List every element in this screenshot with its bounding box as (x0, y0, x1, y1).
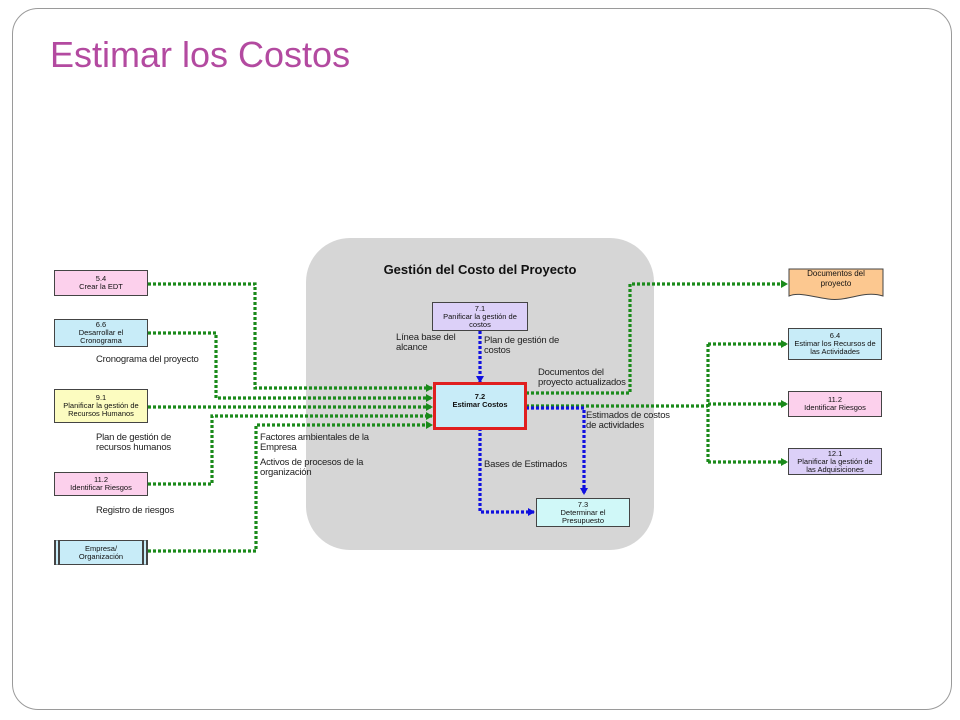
process-planificar-text: Panificar la gestión de costos (443, 311, 517, 329)
label-plan-rrhh: Plan de gestión de recursos humanos (96, 432, 172, 453)
output-adquisiciones-text: Planificar la gestión de las Adquisicion… (797, 456, 873, 474)
input-empresa[interactable]: Empresa/ Organización (54, 540, 148, 565)
label-linea-base: Línea base del alcance (396, 332, 456, 353)
process-presupuesto-text: Determinar el Presupuesto (560, 507, 606, 525)
panel-title: Gestión del Costo del Proyecto (383, 262, 577, 277)
output-riesgos[interactable]: 11.2 Identificar Riesgos (788, 391, 882, 417)
process-estimar-text: Estimar Costos (452, 400, 508, 409)
label-factores: Factores ambientales de la Empresa (260, 432, 369, 453)
process-planificar[interactable]: 7.1 Panificar la gestión de costos (432, 302, 528, 331)
input-rrhh-text: Planificar la gestión de Recursos Humano… (63, 401, 139, 418)
input-riesgos-num: 11.2 (93, 475, 109, 484)
process-estimar-num: 7.2 (474, 392, 486, 401)
output-adquisiciones[interactable]: 12.1 Planificar la gestión de las Adquis… (788, 448, 882, 475)
input-cronograma-text: Desarrollar el Cronograma (78, 328, 124, 345)
process-planificar-num: 7.1 (474, 303, 486, 313)
link-estimar-to-presupuesto-bottom (478, 428, 535, 516)
input-riesgos-text: Identificar Riesgos (70, 483, 132, 492)
process-estimar-costos[interactable]: 7.2 Estimar Costos (433, 382, 527, 430)
label-estimados: Estimados de costos de actividades (586, 410, 670, 431)
input-rrhh-num: 9.1 (95, 393, 107, 402)
link-empresa-to-estimar (148, 421, 433, 553)
output-recursos-text: Estimar los Recursos de las Actividades (794, 339, 876, 356)
process-presupuesto-num: 7.3 (577, 499, 589, 509)
output-riesgos-num: 11.2 (827, 395, 843, 404)
output-recursos[interactable]: 6.4 Estimar los Recursos de las Activida… (788, 328, 882, 360)
output-documentos-shape (788, 268, 884, 300)
input-crear-edt-text: Crear la EDT (79, 282, 123, 291)
slide-title: Estimar los Costos (50, 34, 351, 75)
label-docs-actualizados: Documentos del proyecto actualizados (538, 367, 626, 388)
link-riesgos-to-estimar (148, 412, 433, 486)
link-estimar-to-presupuesto-right (526, 406, 588, 495)
output-riesgos-text: Identificar Riesgos (804, 403, 866, 412)
output-documentos-text: Documentos del proyecto (807, 269, 865, 288)
link-cronograma-to-estimar (148, 331, 433, 402)
output-recursos-num: 6.4 (829, 331, 841, 340)
label-bases: Bases de Estimados (484, 459, 567, 470)
link-edt-to-estimar (148, 282, 433, 392)
label-cronograma: Cronograma del proyecto (96, 354, 199, 365)
label-plan-costos: Plan de gestión de costos (484, 335, 560, 356)
input-rrhh[interactable]: 9.1 Planificar la gestión de Recursos Hu… (54, 389, 148, 423)
label-registro-riesgos: Registro de riesgos (96, 505, 175, 516)
link-estimar-to-documentos (526, 280, 788, 395)
input-riesgos[interactable]: 11.2 Identificar Riesgos (54, 472, 148, 496)
process-presupuesto[interactable]: 7.3 Determinar el Presupuesto (536, 498, 630, 527)
input-crear-edt[interactable]: 5.4 Crear la EDT (54, 270, 148, 296)
input-cronograma-num: 6.6 (95, 320, 107, 329)
input-empresa-text: Empresa/ Organización (78, 543, 124, 561)
label-activos: Activos de procesos de la organización (260, 457, 364, 478)
input-crear-edt-num: 5.4 (95, 274, 107, 283)
input-cronograma[interactable]: 6.6 Desarrollar el Cronograma (54, 319, 148, 347)
output-documentos[interactable]: Documentos del proyecto (788, 268, 884, 296)
output-adquisiciones-num: 12.1 (827, 448, 843, 458)
